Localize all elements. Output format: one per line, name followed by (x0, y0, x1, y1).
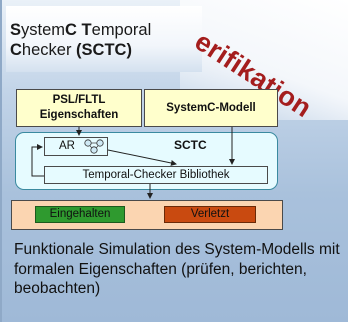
title-box (6, 6, 202, 72)
result-ok-box: Eingehalten (35, 206, 125, 223)
result-violated-box: Verletzt (164, 206, 256, 223)
description-text: Funktionale Simulation des System-Modell… (14, 241, 340, 297)
psl-label-line1: PSL/FLTL (52, 94, 106, 106)
systemc-model-box: SystemC-Modell (144, 89, 278, 127)
psl-properties-box: PSL/FLTL Eigenschaften (16, 89, 142, 127)
slide-title: SystemC Temporal Checker (SCTC) (10, 21, 152, 59)
ar-label: AR (59, 140, 75, 152)
psl-label-line2: Eigenschaften (39, 109, 119, 121)
temporal-checker-library-box: Temporal-Checker Bibliothek (44, 166, 268, 184)
arrow-ar-to-library (107, 149, 177, 166)
automaton-icon (84, 139, 104, 154)
arrow-library-to-ar (31, 144, 44, 177)
sctc-label: SCTC (174, 138, 207, 152)
